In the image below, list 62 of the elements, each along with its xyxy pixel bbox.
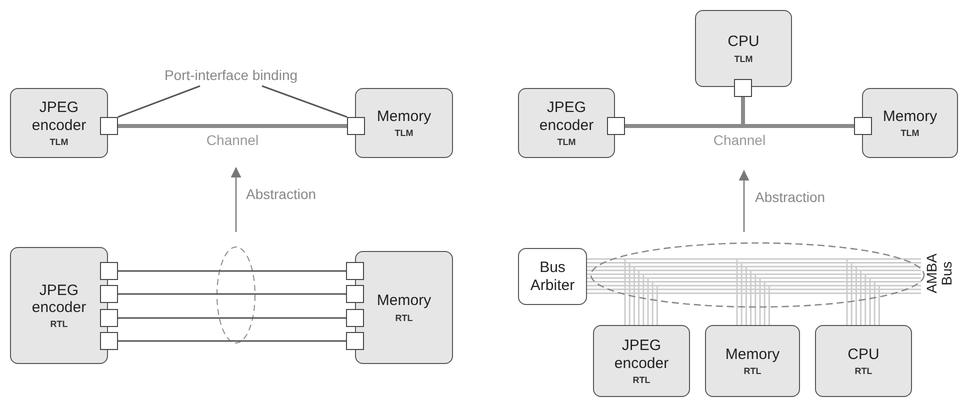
bus-label: AMBA Bus bbox=[924, 253, 956, 294]
module-box bbox=[695, 10, 792, 87]
level-tag: RTL bbox=[632, 374, 650, 385]
module-box bbox=[10, 88, 108, 158]
module-box bbox=[518, 88, 615, 158]
module-name: JPEG encoder bbox=[538, 99, 595, 134]
bus-wires bbox=[846, 258, 880, 326]
callout-label: Port-interface binding bbox=[164, 66, 298, 84]
level-tag: TLM bbox=[900, 128, 920, 138]
edge-label: Channel bbox=[711, 132, 768, 148]
module-name: Memory bbox=[376, 108, 432, 126]
level-tag: RTL bbox=[395, 312, 413, 323]
module-name: Memory bbox=[725, 346, 780, 364]
level-tag: RTL bbox=[744, 366, 762, 376]
port-square bbox=[607, 117, 625, 135]
port-square bbox=[100, 309, 118, 327]
annotation-label: Abstraction bbox=[246, 186, 316, 202]
port-square bbox=[346, 332, 364, 350]
connector-line bbox=[118, 340, 346, 342]
bus-wires bbox=[624, 258, 658, 326]
module-name: Bus Arbiter bbox=[529, 259, 576, 294]
port-square bbox=[100, 285, 118, 303]
module-box bbox=[593, 325, 690, 397]
module-name: CPU bbox=[848, 346, 880, 364]
level-tag: TLM bbox=[394, 128, 414, 138]
module-box bbox=[815, 325, 912, 397]
module-box bbox=[705, 325, 800, 397]
module-name: JPEG encoder bbox=[30, 99, 88, 134]
connector-line bbox=[118, 293, 346, 295]
leader-line bbox=[118, 85, 200, 118]
module-name: JPEG encoder bbox=[613, 337, 670, 372]
module-name: Memory bbox=[882, 108, 938, 126]
module-box bbox=[862, 88, 958, 158]
bus-wires bbox=[736, 258, 770, 326]
port-square bbox=[346, 262, 364, 280]
connector-line bbox=[118, 317, 346, 319]
module-box bbox=[355, 88, 453, 158]
module-box bbox=[355, 251, 453, 364]
port-square bbox=[734, 79, 752, 97]
module-box bbox=[10, 247, 108, 364]
port-square bbox=[100, 332, 118, 350]
level-tag: TLM bbox=[50, 136, 68, 147]
level-tag: TLM bbox=[734, 54, 753, 64]
module-name: Memory bbox=[376, 292, 432, 310]
port-square bbox=[100, 262, 118, 280]
arbiter-box bbox=[518, 248, 587, 305]
level-tag: RTL bbox=[50, 319, 68, 330]
port-square bbox=[347, 117, 365, 135]
leader-line bbox=[262, 85, 348, 118]
port-square bbox=[100, 117, 118, 135]
port-square bbox=[346, 285, 364, 303]
level-tag: RTL bbox=[854, 366, 872, 376]
port-square bbox=[346, 309, 364, 327]
bus-wires bbox=[586, 258, 922, 294]
module-name: JPEG encoder bbox=[30, 282, 88, 316]
connector-line bbox=[118, 270, 346, 272]
port-square bbox=[854, 117, 872, 135]
module-name: CPU bbox=[728, 33, 760, 51]
connector-line bbox=[118, 124, 347, 128]
annotation-label: Abstraction bbox=[755, 189, 826, 205]
level-tag: TLM bbox=[557, 136, 576, 147]
edge-label: Channel bbox=[204, 132, 261, 148]
